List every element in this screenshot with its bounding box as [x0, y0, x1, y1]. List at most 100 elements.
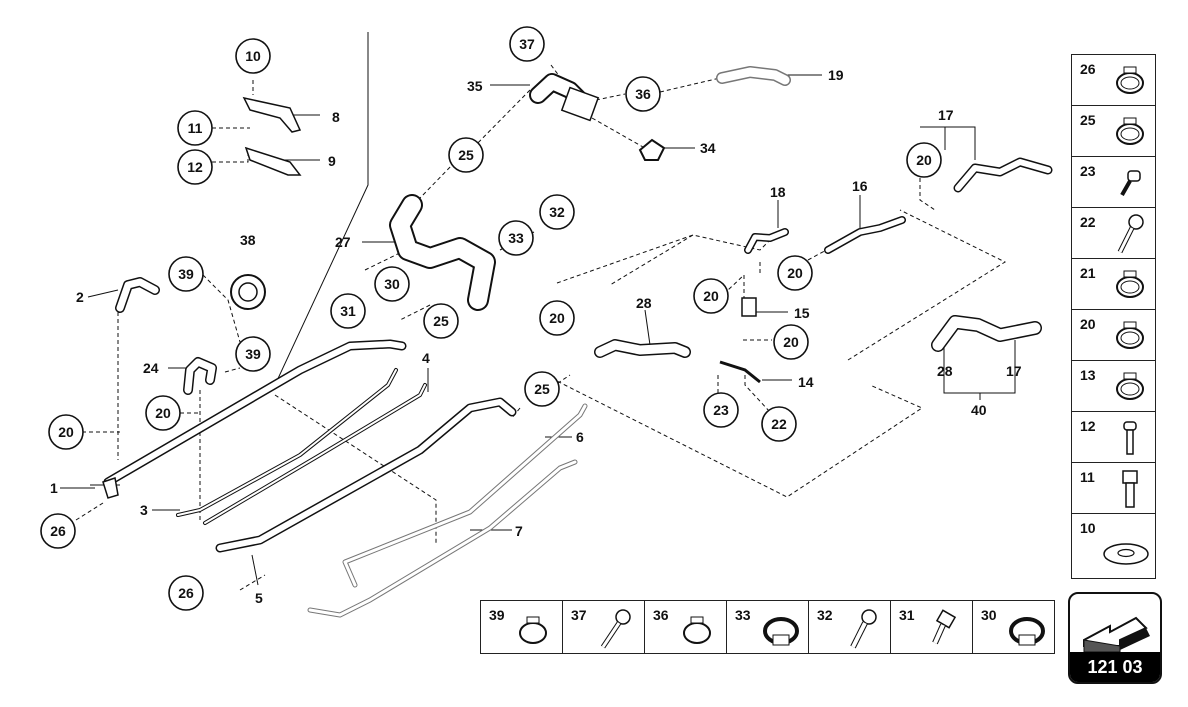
legend-cell-30: 30	[972, 600, 1055, 654]
svg-text:36: 36	[635, 86, 651, 102]
svg-text:20: 20	[549, 310, 565, 326]
dashed-guide-lines	[75, 64, 1007, 591]
hose-clamp-icon	[1116, 372, 1144, 400]
svg-text:37: 37	[519, 36, 535, 52]
svg-text:25: 25	[534, 381, 550, 397]
pipe-group	[102, 66, 1053, 618]
hose-clamp-icon	[1116, 321, 1144, 349]
callouts: 10 11 12 37 36 25 33 32 20 39 39 30 31 2…	[40, 26, 942, 611]
callout-30: 30	[374, 266, 410, 302]
label-3: 3	[140, 502, 148, 518]
bolt-icon	[1122, 470, 1138, 508]
label-14: 14	[798, 374, 814, 390]
svg-text:23: 23	[713, 402, 729, 418]
callout-11: 11	[177, 110, 213, 146]
svg-text:12: 12	[187, 159, 203, 175]
page-badge: 121 03	[1068, 592, 1162, 684]
hose-clamp-icon	[1116, 117, 1144, 145]
hose-clamp-icon	[519, 616, 547, 644]
hose-clamp-icon	[1116, 66, 1144, 94]
svg-text:26: 26	[50, 523, 66, 539]
legend-cell-21: 21	[1071, 258, 1156, 310]
svg-text:39: 39	[245, 346, 261, 362]
label-27: 27	[335, 234, 351, 250]
callout-33: 33	[498, 220, 534, 256]
svg-text:20: 20	[783, 334, 799, 350]
label-18: 18	[770, 184, 786, 200]
svg-text:20: 20	[58, 424, 74, 440]
callout-37: 37	[509, 26, 545, 62]
label-15: 15	[794, 305, 810, 321]
callout-20f: 20	[145, 395, 181, 431]
direction-arrow-icon	[1083, 616, 1150, 652]
callout-20c: 20	[693, 278, 729, 314]
legend-cell-32: 32	[808, 600, 891, 654]
label-28b: 28	[937, 363, 953, 379]
svg-text:11: 11	[188, 120, 203, 136]
legend-cell-37: 37	[562, 600, 645, 654]
washer-icon	[1103, 543, 1149, 565]
callout-32: 32	[539, 194, 575, 230]
page-number: 121 03	[1070, 652, 1160, 682]
svg-text:25: 25	[433, 313, 449, 329]
label-4: 4	[422, 350, 430, 366]
svg-text:32: 32	[549, 204, 565, 220]
svg-text:26: 26	[178, 585, 194, 601]
svg-text:10: 10	[245, 48, 261, 64]
legend-cell-26: 26	[1071, 54, 1156, 106]
legend-cell-33: 33	[726, 600, 809, 654]
svg-text:20: 20	[916, 152, 932, 168]
label-8: 8	[332, 109, 340, 125]
callout-39b: 39	[235, 336, 271, 372]
callout-10: 10	[235, 38, 271, 74]
svg-text:20: 20	[787, 265, 803, 281]
bolt-icon	[850, 609, 877, 649]
label-35: 35	[467, 78, 483, 94]
svg-text:39: 39	[178, 266, 194, 282]
part-labels: 8 9 35 19 34 17 16 18 27 38 2 24 4 28 15…	[50, 67, 1022, 606]
callout-20d: 20	[777, 255, 813, 291]
callout-20e: 20	[773, 324, 809, 360]
screw-icon	[1120, 170, 1141, 196]
label-9: 9	[328, 153, 336, 169]
hose-clamp-icon	[683, 616, 711, 644]
label-1: 1	[50, 480, 58, 496]
bolt-icon	[600, 609, 631, 649]
legend-cell-23: 23	[1071, 156, 1156, 208]
label-19: 19	[828, 67, 844, 83]
label-17b: 17	[1006, 363, 1022, 379]
callout-20a: 20	[906, 142, 942, 178]
label-5: 5	[255, 590, 263, 606]
svg-text:31: 31	[340, 303, 356, 319]
label-34: 34	[700, 140, 716, 156]
callout-25b: 25	[423, 303, 459, 339]
label-28: 28	[636, 295, 652, 311]
label-16: 16	[852, 178, 868, 194]
svg-text:25: 25	[458, 147, 474, 163]
label-7: 7	[515, 523, 523, 539]
legend-cell-10: 10	[1071, 513, 1156, 579]
legend-cell-11: 11	[1071, 462, 1156, 514]
svg-text:30: 30	[384, 276, 400, 292]
legend-cell-31: 31	[890, 600, 973, 654]
label-6: 6	[576, 429, 584, 445]
band-clamp-icon	[1009, 617, 1045, 646]
callout-12: 12	[177, 149, 213, 185]
callout-39a: 39	[168, 256, 204, 292]
svg-text:33: 33	[508, 230, 524, 246]
screw-icon	[932, 609, 957, 645]
callout-20b: 20	[539, 300, 575, 336]
legend-cell-36: 36	[644, 600, 727, 654]
callout-22: 22	[761, 406, 797, 442]
callout-31: 31	[330, 293, 366, 329]
hose-clamp-icon	[1116, 270, 1144, 298]
callout-25a: 25	[448, 137, 484, 173]
callout-26a: 26	[40, 513, 76, 549]
band-clamp-icon	[763, 617, 799, 646]
legend-cell-12: 12	[1071, 411, 1156, 463]
callout-25c: 25	[524, 371, 560, 407]
legend-cell-20: 20	[1071, 309, 1156, 361]
screw-icon	[1123, 421, 1137, 455]
label-40: 40	[971, 402, 987, 418]
